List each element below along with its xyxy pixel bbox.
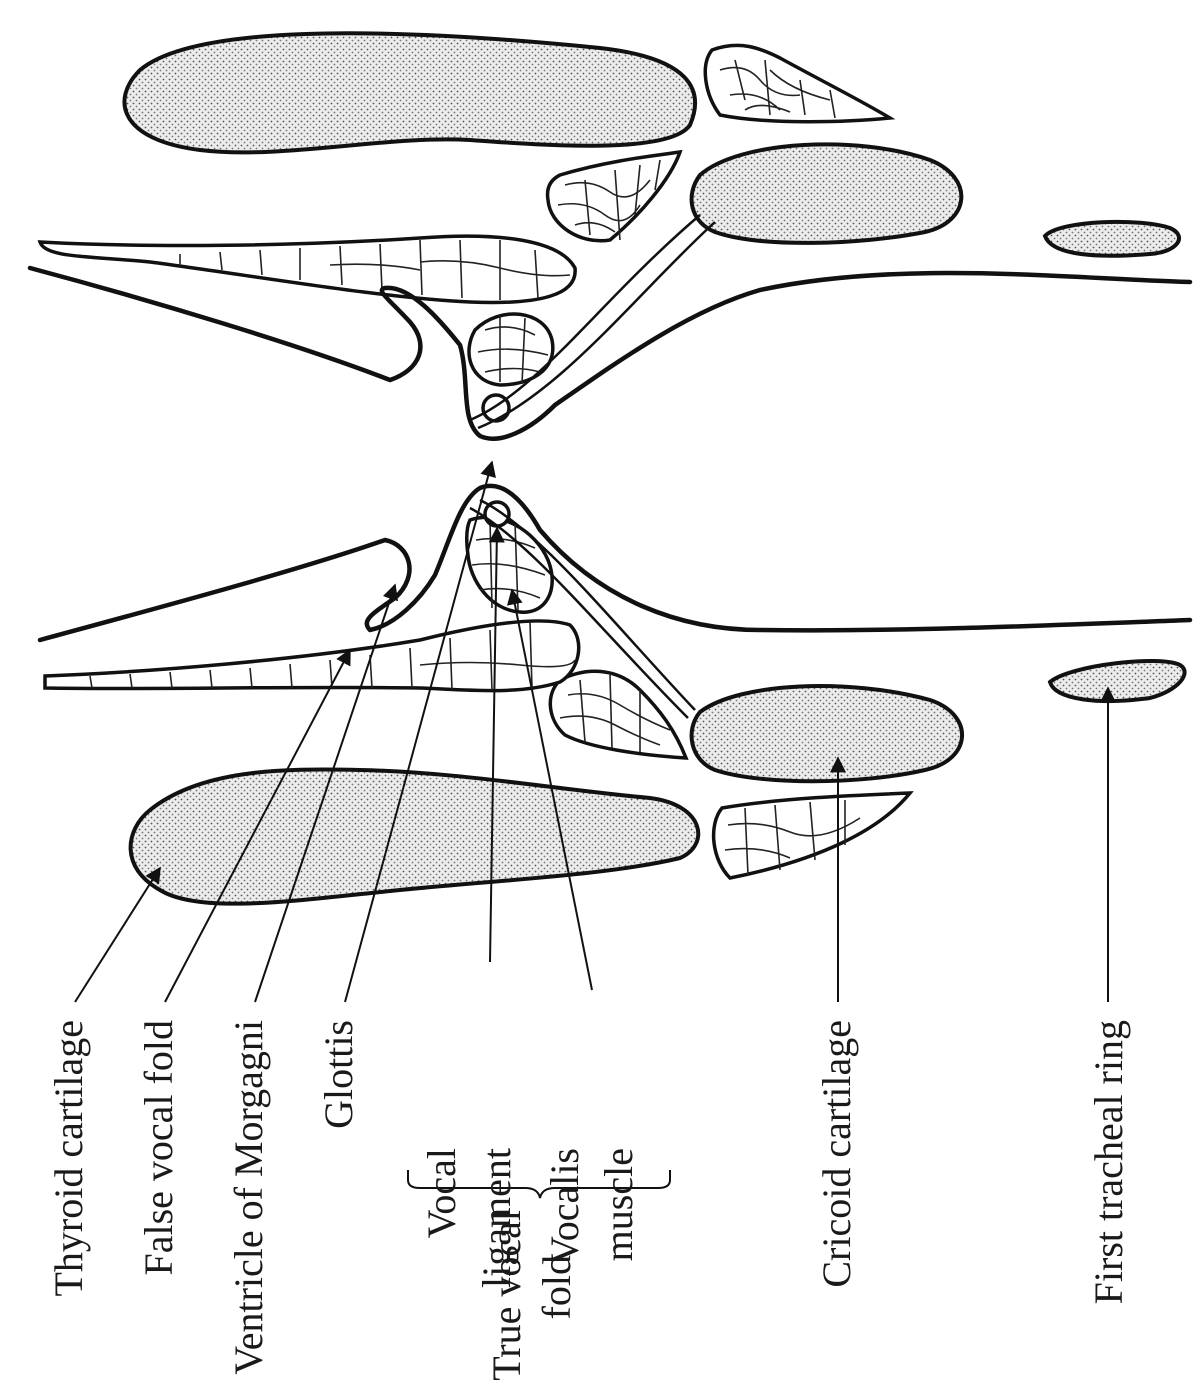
upper-half	[30, 33, 1190, 438]
label-vocalis-muscle-line2: muscle	[596, 1148, 641, 1261]
label-vocalis-muscle-line1: Vocalis	[542, 1148, 587, 1265]
cricoarytenoid-muscle-upper	[548, 152, 681, 241]
label-first-tracheal-ring: First tracheal ring	[1086, 1020, 1131, 1304]
label-glottis: Glottis	[316, 1020, 361, 1129]
lateral-muscle-upper	[705, 45, 890, 121]
leader-thyroid	[75, 868, 160, 1002]
mucosa-upper	[30, 268, 1190, 439]
label-true-vocal-fold-line1: True vocal	[484, 1210, 529, 1381]
cricoid-cartilage-lower	[692, 686, 963, 781]
label-thyroid-cartilage: Thyroid cartilage	[46, 1020, 91, 1297]
label-vocal-ligament-line1: Vocal	[419, 1148, 464, 1238]
cricoid-cartilage-upper	[692, 144, 962, 243]
lower-half	[40, 486, 1190, 904]
labels: Thyroid cartilage False vocal fold Ventr…	[46, 1020, 1131, 1381]
cricoarytenoid-muscle-lower	[550, 671, 686, 758]
mucosa-lower	[40, 486, 1190, 640]
thyroid-cartilage-upper	[124, 33, 695, 152]
label-false-vocal-fold: False vocal fold	[136, 1020, 181, 1276]
tracheal-ring-lower	[1050, 661, 1185, 701]
ventricular-muscle-lower	[45, 621, 579, 691]
tracheal-ring-upper	[1045, 222, 1179, 256]
label-ventricle-of-morgagni: Ventricle of Morgagni	[226, 1020, 271, 1375]
thyroid-cartilage-lower	[131, 769, 699, 903]
leader-glottis	[345, 462, 492, 1002]
label-cricoid-cartilage: Cricoid cartilage	[814, 1020, 859, 1288]
label-true-vocal-fold-line2: fold	[534, 1255, 579, 1319]
